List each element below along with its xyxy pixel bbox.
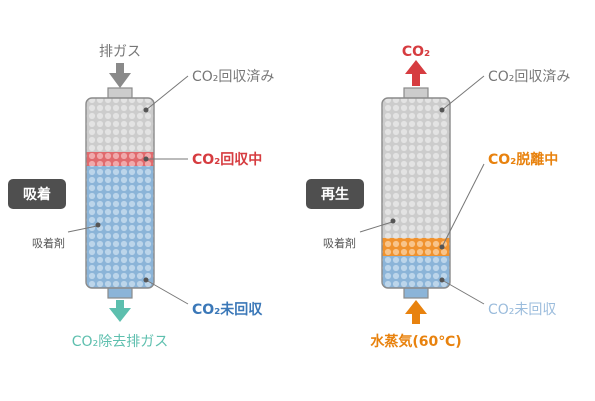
- adsorbent-pointer-dot: [390, 218, 396, 224]
- recovering-pointer-dot: [143, 156, 149, 162]
- unrecovered-pointer-dot: [439, 277, 445, 283]
- recovered-pointer-dot: [143, 107, 149, 113]
- adsorption-column: [85, 97, 155, 289]
- unrecovered-pointer-line: [145, 279, 189, 305]
- zone-desorbing-label: CO₂脱離中: [488, 151, 558, 168]
- adsorbent-pointer-dot: [95, 222, 101, 228]
- zone-unrecovered: [382, 256, 450, 288]
- zone-recovered: [382, 98, 450, 238]
- zone-recovering-label: CO₂回収中: [192, 151, 262, 168]
- zone-unrecovered: [86, 166, 154, 288]
- exhaust-gas-inlet-arrow: [109, 63, 131, 88]
- steam-inlet-label: 水蒸気(60℃): [370, 333, 461, 350]
- adsorption-badge-label: 吸着: [23, 186, 51, 203]
- zone-recovered-label: CO₂回収済み: [192, 69, 274, 85]
- co2-outlet-label: CO₂: [402, 44, 430, 60]
- zone-desorbing: [382, 238, 450, 256]
- zone-recovering: [86, 152, 154, 166]
- zone-recovered: [86, 98, 154, 152]
- unrecovered-pointer-dot: [143, 277, 149, 283]
- desorbing-pointer-dot: [439, 244, 445, 250]
- regeneration-badge-label: 再生: [321, 186, 349, 203]
- regeneration-column: [381, 97, 451, 289]
- adsorbent-pointer-line: [67, 225, 98, 233]
- treated-gas-outlet-arrow: [109, 300, 131, 322]
- adsorption-column-fill: [86, 98, 154, 288]
- recovered-pointer-dot: [439, 107, 445, 113]
- zone-recovered-label: CO₂回収済み: [488, 69, 570, 85]
- adsorbent-pointer-line: [359, 221, 393, 233]
- steam-inlet-arrow: [405, 300, 427, 324]
- regeneration-badge: [306, 179, 364, 209]
- regeneration-panel: CO₂ 水蒸気(60℃) 再生 吸着剤 CO₂回収済み CO₂脱離中: [306, 44, 570, 350]
- adsorption-badge: [8, 179, 66, 209]
- co2-outlet-arrow: [405, 60, 427, 86]
- zone-unrecovered-label: CO₂未回収: [488, 302, 556, 318]
- recovered-pointer-line: [441, 75, 485, 111]
- exhaust-gas-inlet-label: 排ガス: [99, 44, 141, 60]
- adsorption-panel: 排ガス CO₂除去排ガス 吸着 吸着剤 CO₂回収済み CO₂回収: [8, 44, 274, 350]
- recovered-pointer-line: [145, 75, 189, 111]
- adsorbent-label: 吸着剤: [323, 236, 356, 250]
- desorbing-pointer-line: [441, 163, 485, 248]
- zone-unrecovered-label: CO₂未回収: [192, 301, 263, 318]
- regeneration-column-fill: [382, 98, 450, 288]
- treated-gas-outlet-label: CO₂除去排ガス: [72, 334, 168, 350]
- adsorbent-label: 吸着剤: [32, 236, 65, 250]
- unrecovered-pointer-line: [441, 279, 485, 305]
